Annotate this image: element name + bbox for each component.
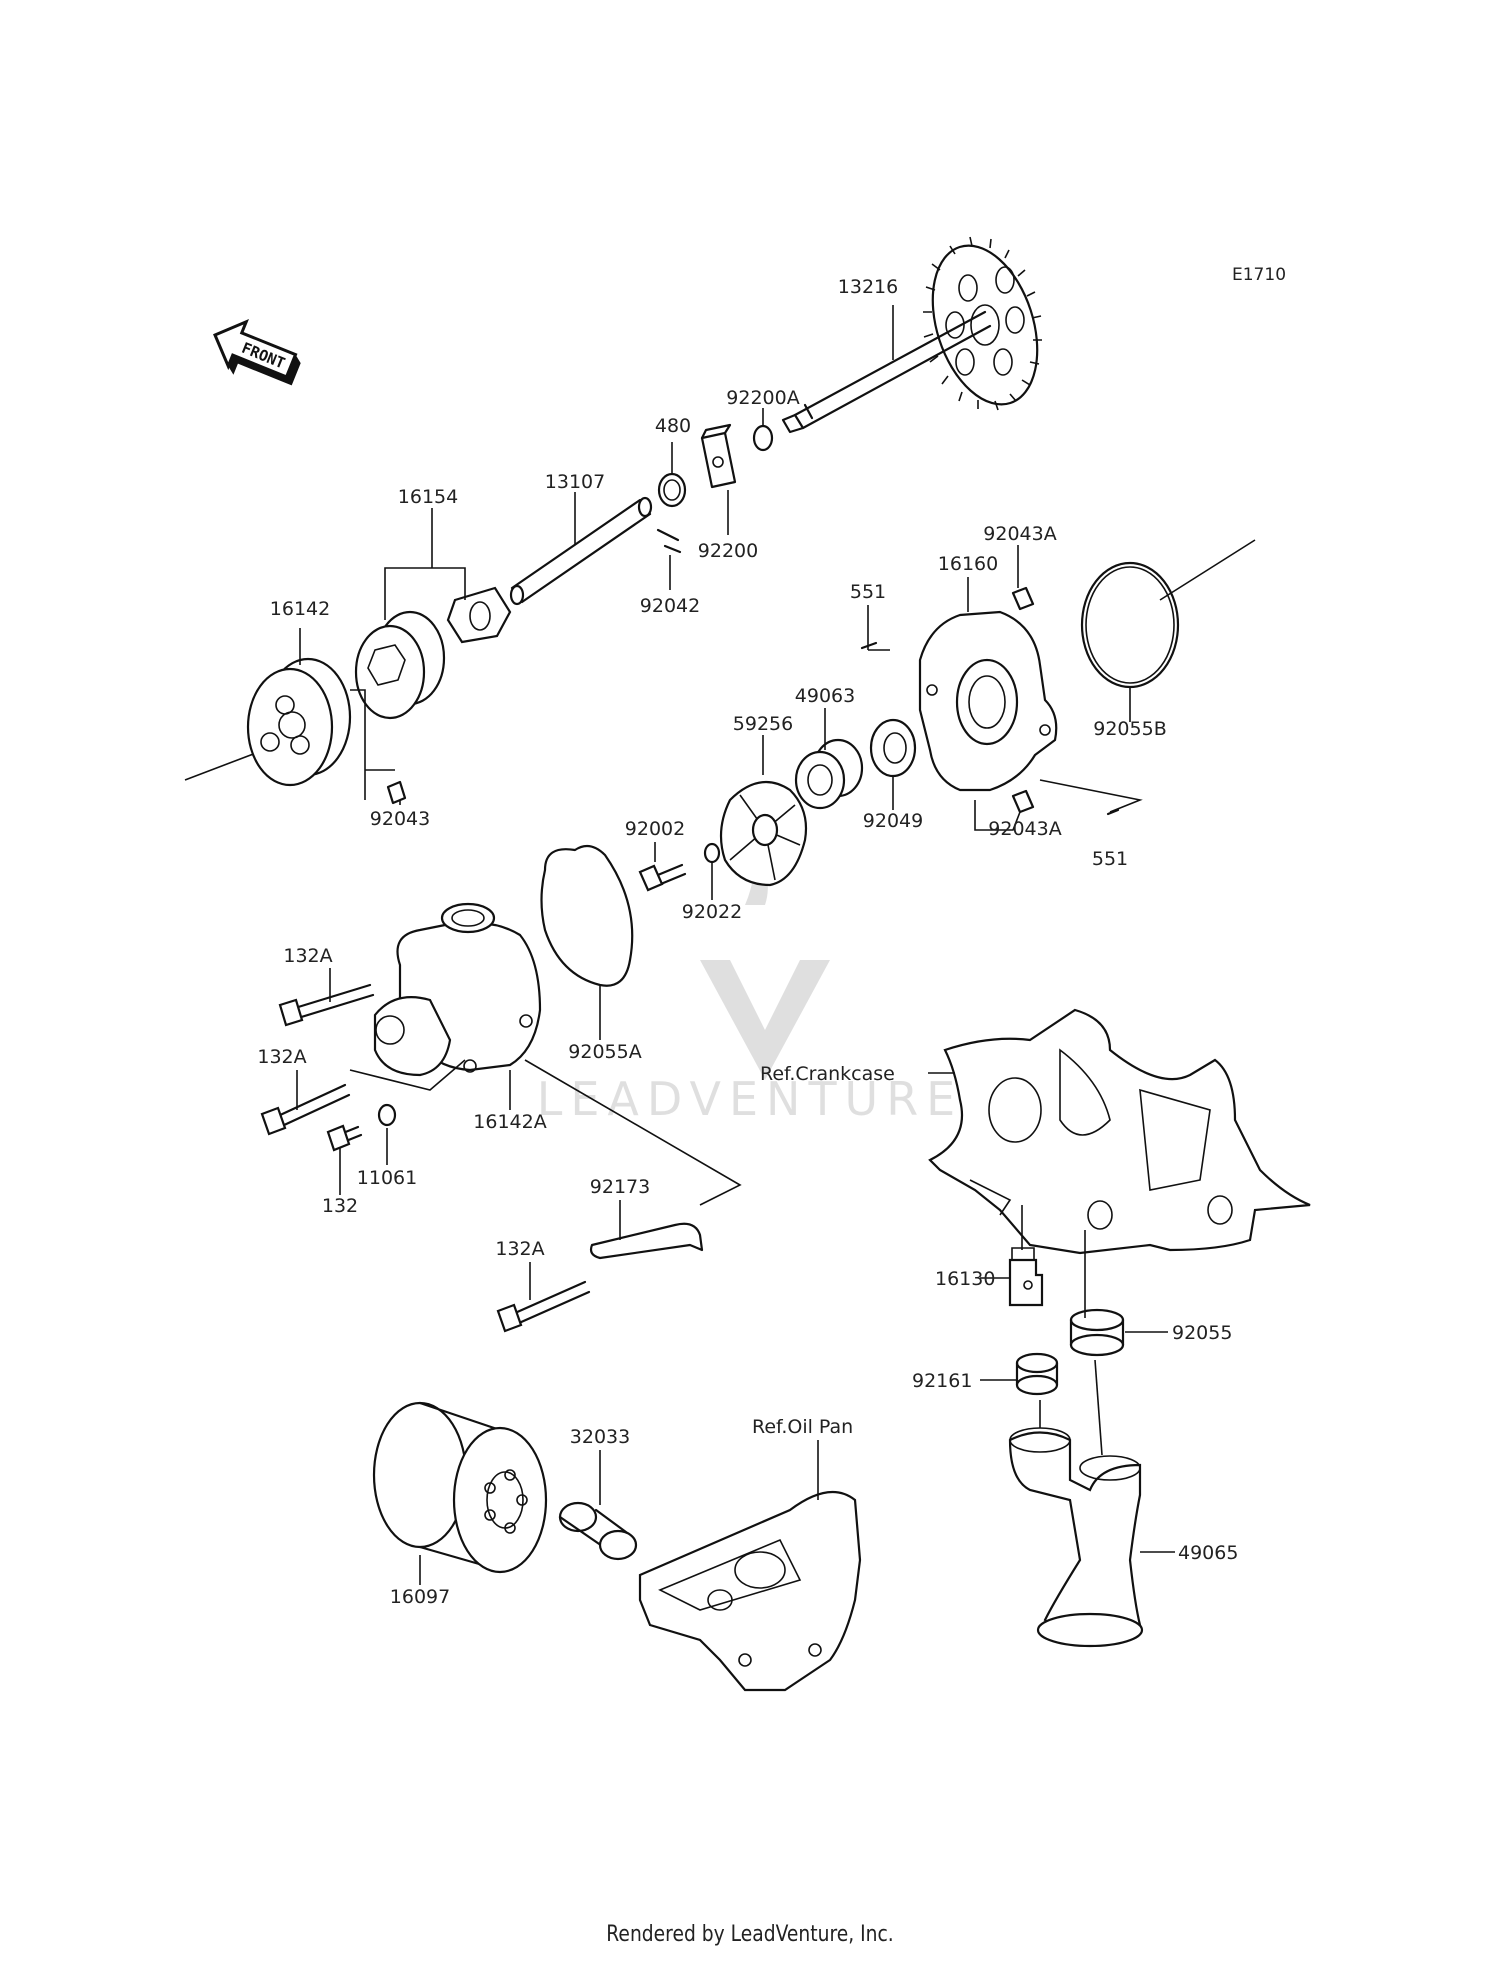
oil-pan-ref: [638, 1490, 862, 1692]
gasket-92055A: [540, 844, 634, 987]
label-ref-crankcase[interactable]: Ref.Crankcase: [760, 1063, 895, 1085]
nipple-32033: [558, 1501, 638, 1561]
seal-92055: [1069, 1308, 1125, 1357]
label-132A-middle[interactable]: 132A: [257, 1046, 306, 1068]
label-13216[interactable]: 13216: [838, 276, 898, 298]
label-92200A[interactable]: 92200A: [726, 387, 799, 409]
crankcase-ref: [928, 1008, 1311, 1255]
label-92022[interactable]: 92022: [682, 901, 742, 923]
dowel-92043A-bottom: [1011, 789, 1035, 814]
label-551-bottom[interactable]: 551: [1092, 848, 1128, 870]
bolt-92002: [638, 863, 687, 892]
fitting-16130: [1008, 1247, 1044, 1307]
dowel-92043: [386, 780, 407, 805]
label-32033[interactable]: 32033: [570, 1426, 630, 1448]
label-132[interactable]: 132: [322, 1195, 358, 1217]
bolt-132A-middle: [260, 1083, 351, 1136]
circlip-480: [657, 472, 687, 508]
cap-92161: [1015, 1352, 1059, 1396]
bolt-132A-top: [278, 983, 375, 1027]
label-49063[interactable]: 49063: [795, 685, 855, 707]
pin-551-top: [860, 641, 878, 650]
label-16142[interactable]: 16142: [270, 598, 330, 620]
part-labels: 13216 92200A 480 92200 13107 92042 16154…: [257, 276, 1238, 1608]
label-92173[interactable]: 92173: [590, 1176, 650, 1198]
gear-shaft-13216: [781, 236, 1042, 434]
label-92055[interactable]: 92055: [1172, 1322, 1232, 1344]
pin-551-bottom: [1106, 808, 1120, 816]
label-92002[interactable]: 92002: [625, 818, 685, 840]
label-11061[interactable]: 11061: [357, 1167, 417, 1189]
shaft-13107: [509, 496, 680, 606]
label-92049[interactable]: 92049: [863, 810, 923, 832]
label-132A-bottom[interactable]: 132A: [495, 1238, 544, 1260]
plate-92200: [700, 423, 737, 489]
label-551-top[interactable]: 551: [850, 581, 886, 603]
label-16154[interactable]: 16154: [398, 486, 458, 508]
strainer-49065: [1008, 1427, 1144, 1648]
watermark: LEADVENTURE: [537, 840, 964, 1126]
bolt-132A-bottom: [496, 1280, 591, 1333]
footer-credit: Rendered by LeadVenture, Inc.: [606, 1922, 894, 1947]
label-92043A-bottom[interactable]: 92043A: [988, 818, 1061, 840]
pump-cover-16142A: [373, 902, 542, 1077]
label-59256[interactable]: 59256: [733, 713, 793, 735]
label-13107[interactable]: 13107: [545, 471, 605, 493]
leader-lines: [296, 305, 1175, 1585]
label-92055A[interactable]: 92055A: [568, 1041, 641, 1063]
pump-body-16142: [246, 657, 352, 787]
washer-92022: [703, 842, 721, 864]
washer-11061: [377, 1103, 397, 1127]
label-92200[interactable]: 92200: [698, 540, 758, 562]
label-16160[interactable]: 16160: [938, 553, 998, 575]
label-16130[interactable]: 16130: [935, 1268, 995, 1290]
pin-92042: [663, 544, 682, 554]
bracket-92173: [589, 1222, 704, 1260]
oil-filter-16097: [372, 1401, 548, 1574]
watermark-text: LEADVENTURE: [537, 1072, 964, 1126]
seal-49063: [794, 738, 864, 810]
label-132A-top[interactable]: 132A: [283, 945, 332, 967]
rotor-16154: [354, 586, 512, 720]
label-92161[interactable]: 92161: [912, 1370, 972, 1392]
dowel-92043A-top: [1011, 586, 1035, 611]
cover-16160: [918, 610, 1058, 792]
diagram-code: E1710: [1232, 265, 1286, 285]
label-92043[interactable]: 92043: [370, 808, 430, 830]
seal-92049: [869, 718, 917, 778]
label-480[interactable]: 480: [655, 415, 691, 437]
bolt-132: [326, 1124, 363, 1152]
label-92043A-top[interactable]: 92043A: [983, 523, 1056, 545]
label-16142A[interactable]: 16142A: [473, 1111, 546, 1133]
label-92042[interactable]: 92042: [640, 595, 700, 617]
label-16097[interactable]: 16097: [390, 1586, 450, 1608]
label-ref-oil-pan[interactable]: Ref.Oil Pan: [752, 1416, 853, 1438]
oring-92055B: [1080, 561, 1180, 689]
front-arrow-icon: FRONT: [213, 318, 301, 386]
label-49065[interactable]: 49065: [1178, 1542, 1238, 1564]
label-92055B[interactable]: 92055B: [1093, 718, 1166, 740]
washer-92200A: [752, 424, 774, 452]
impeller-59256: [719, 780, 808, 887]
